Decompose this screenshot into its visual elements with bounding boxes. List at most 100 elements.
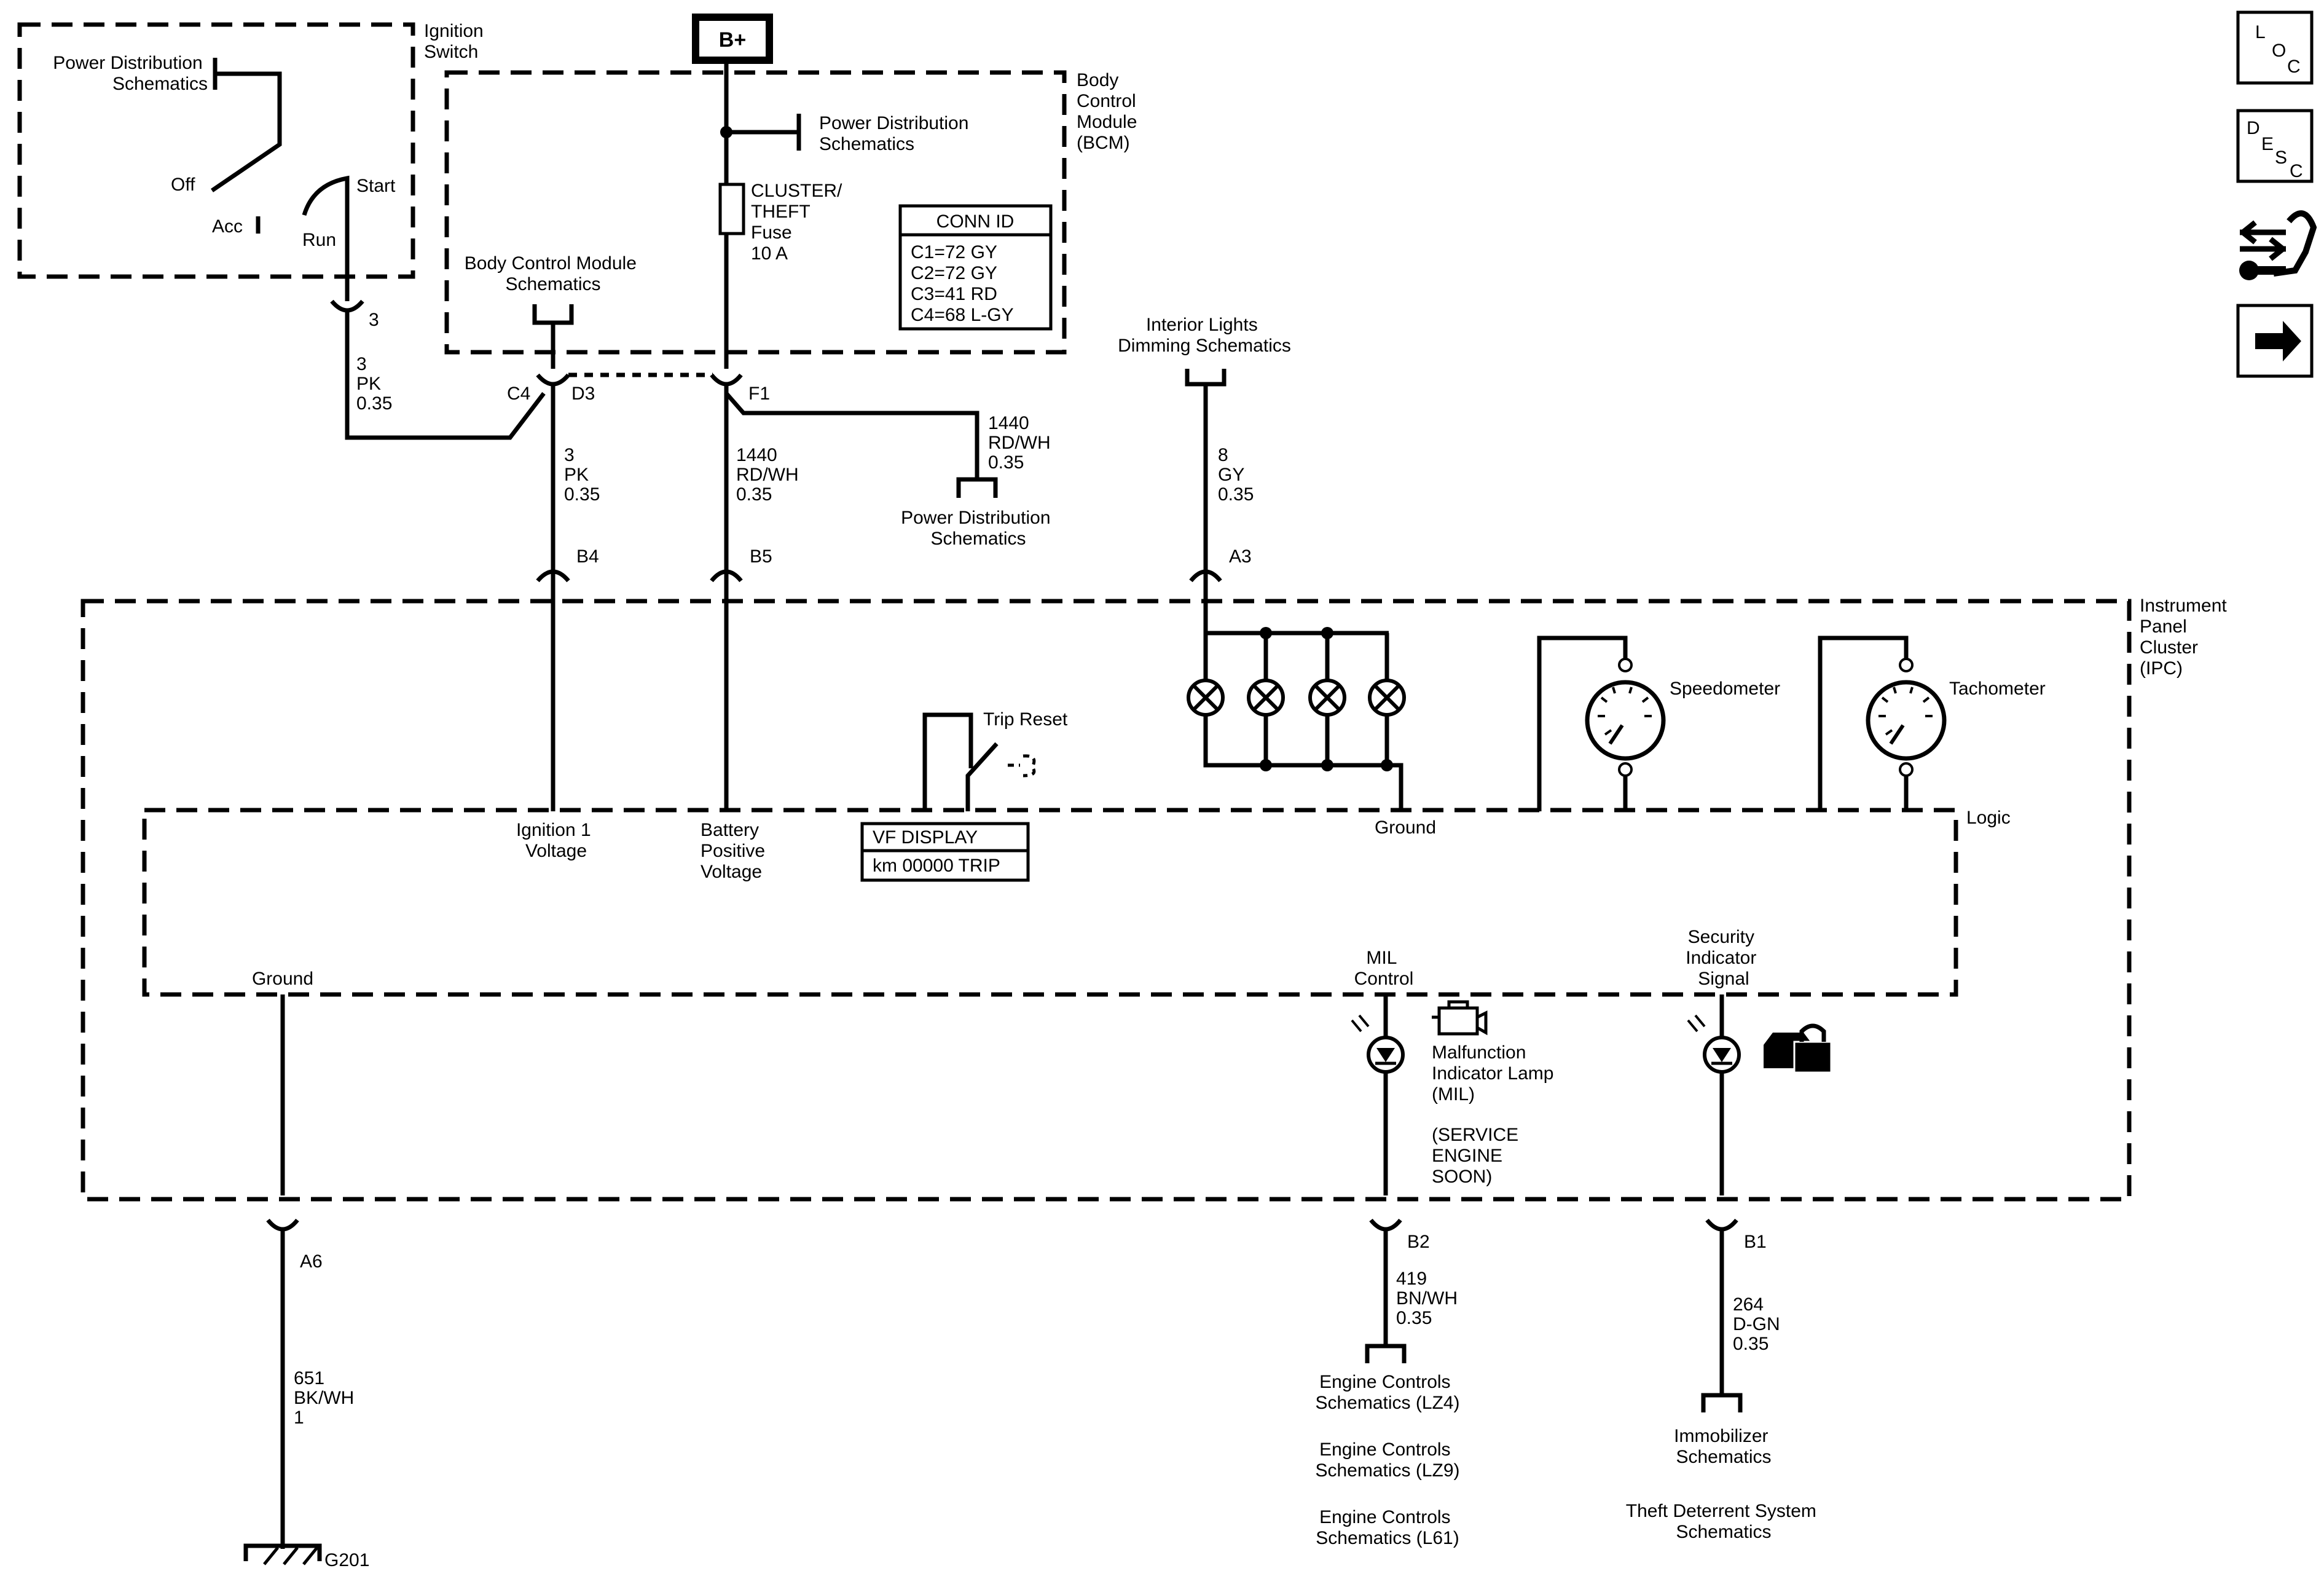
g201-label: G201	[324, 1550, 369, 1570]
conn-id-table: CONN ID C1=72 GY C2=72 GY C3=41 RD C4=68…	[898, 204, 1053, 331]
fuse-label: CLUSTER/ THEFT Fuse 10 A	[751, 181, 847, 264]
instrument-panel-cluster: Instrument Panel Cluster (IPC) Logic Ign…	[80, 596, 2232, 1202]
lamp-bulb	[1187, 679, 1225, 717]
a3-label: A3	[1229, 546, 1252, 567]
ground-lower-label: Ground	[252, 969, 313, 989]
service-engine-soon-label: (SERVICE ENGINE SOON)	[1432, 1125, 1524, 1187]
switch-run-label: Run	[302, 230, 336, 250]
engine-controls-l61-label: Engine Controls Schematics (L61)	[1316, 1507, 1459, 1548]
trip-reset-label: Trip Reset	[983, 709, 1068, 730]
mil-led	[1351, 994, 1405, 1195]
logic-box	[142, 808, 1958, 997]
wire-419-label: 419 BN/WH 0.35	[1396, 1269, 1462, 1328]
ground-upper-label: Ground	[1375, 817, 1436, 838]
lamp-bulb	[1247, 679, 1285, 717]
lamp-bulb	[1368, 679, 1406, 717]
wire-3-pk-upper: 3 PK 0.35	[356, 354, 392, 414]
b4-label: B4	[576, 546, 599, 567]
bcm-schematics-label: Body Control Module Schematics	[465, 253, 642, 294]
b2-label: B2	[1407, 1232, 1430, 1252]
svg-text:D: D	[2247, 118, 2260, 138]
lamp-bulb	[1308, 679, 1346, 717]
ignition-switch: Ignition Switch Power Distribution Schem…	[17, 21, 489, 283]
wire-1440-lower: 1440 RD/WH 0.35	[736, 445, 804, 505]
connector-b4: B4	[536, 546, 599, 583]
f1-label: F1	[748, 384, 770, 404]
tachometer-label: Tachometer	[1949, 679, 2046, 699]
speedometer-gauge	[1537, 636, 1666, 811]
vf-display: VF DISPLAY km 00000 TRIP	[860, 822, 1030, 882]
engine-icon	[1432, 1000, 1488, 1036]
ignition-1-voltage-label: Ignition 1 Voltage	[516, 820, 596, 861]
body-control-module: Body Control Module (BCM) Power Distribu…	[444, 70, 1142, 369]
security-led	[1687, 994, 1741, 1195]
switch-off-label: Off	[171, 175, 195, 195]
gauge-illumination-lamps	[1187, 616, 1406, 811]
cluster-theft-fuse	[718, 183, 745, 235]
theft-deterrent-label: Theft Deterrent System Schematics	[1626, 1501, 1821, 1542]
km-trip-label: km 00000 TRIP	[873, 856, 1000, 876]
ipc-label: Instrument Panel Cluster (IPC)	[2140, 596, 2232, 679]
wire-8-gy-label: 8 GY 0.35	[1218, 445, 1254, 505]
c4-label: C4	[507, 384, 530, 404]
conn-id-title: CONN ID	[936, 211, 1015, 232]
svg-text:C: C	[2287, 57, 2301, 77]
conn-id-row: C2=72 GY	[911, 263, 997, 283]
connector-b5: B5	[710, 546, 772, 583]
ignition-switch-label: Ignition Switch	[424, 21, 489, 62]
engine-controls-lz4-label: Engine Controls Schematics (LZ4)	[1315, 1372, 1459, 1413]
mil-control-label: MIL Control	[1354, 948, 1414, 989]
wire-1440-branch-label: 1440 RD/WH 0.35	[988, 413, 1056, 473]
svg-text:L: L	[2255, 22, 2266, 42]
wire-3-pk-lower: 3 PK 0.35	[564, 445, 600, 505]
tachometer-gauge	[1818, 636, 1947, 811]
connector-b1: B1	[1705, 1218, 1767, 1252]
battery-terminal: B+	[692, 14, 773, 64]
b5-label: B5	[750, 546, 772, 567]
switch-start-label: Start	[356, 176, 396, 196]
power-distribution-branch-label: Power Distribution Schematics	[901, 508, 1056, 549]
wire-264-label: 264 D-GN 0.35	[1733, 1294, 1785, 1354]
connector-ignition-3: 3	[330, 283, 379, 330]
connector-a3: A3	[1189, 546, 1252, 583]
b-plus-label: B+	[719, 28, 746, 52]
connector-c4-d3: C4 D3	[507, 373, 595, 404]
svg-text:C: C	[2290, 161, 2303, 181]
mil-lamp-label: Malfunction Indicator Lamp (MIL)	[1432, 1042, 1559, 1105]
logic-label: Logic	[1966, 808, 2011, 828]
ignition-wire-3-pk	[345, 310, 546, 440]
svg-text:O: O	[2272, 41, 2286, 61]
battery-positive-voltage-label: Battery Positive Voltage	[701, 820, 770, 882]
conn-id-row: C4=68 L-GY	[911, 305, 1014, 325]
wire-1440-branch	[724, 392, 979, 479]
connector-b2: B2	[1369, 1218, 1430, 1252]
power-distribution-ignition-label: Power Distribution Schematics	[53, 53, 208, 94]
d3-label: D3	[571, 384, 595, 404]
connector-f1: F1	[710, 373, 770, 404]
immobilizer-label: Immobilizer Schematics	[1674, 1426, 1773, 1467]
switch-acc-label: Acc	[212, 216, 243, 237]
svg-text:S: S	[2275, 148, 2287, 168]
b1-label: B1	[1744, 1232, 1767, 1252]
bcm-label: Body Control Module (BCM)	[1077, 70, 1142, 153]
engine-controls-lz9-label: Engine Controls Schematics (LZ9)	[1315, 1439, 1459, 1481]
svg-text:E: E	[2261, 134, 2274, 154]
next-arrow-button[interactable]	[2236, 304, 2314, 378]
security-signal-label: Security Indicator Signal	[1686, 927, 1761, 989]
desc-button[interactable]: D E S C	[2236, 109, 2314, 183]
pin-3-label: 3	[369, 310, 379, 330]
connector-a6: A6	[266, 1218, 323, 1272]
conn-id-row: C1=72 GY	[911, 242, 997, 262]
conn-id-row: C3=41 RD	[911, 284, 997, 304]
speedometer-label: Speedometer	[1670, 679, 1780, 699]
a6-label: A6	[300, 1251, 323, 1272]
vf-display-label: VF DISPLAY	[873, 827, 978, 848]
interior-lights-label: Interior Lights Dimming Schematics	[1118, 315, 1291, 356]
power-distribution-bcm-label: Power Distribution Schematics	[819, 113, 974, 154]
wrench-arrows-icon[interactable]	[2239, 210, 2317, 280]
ground-symbol: G201	[243, 1543, 369, 1570]
car-lock-icon	[1764, 1023, 1832, 1074]
loc-button[interactable]: L O C	[2236, 10, 2314, 85]
wire-651-label: 651 BK/WH 1	[294, 1368, 359, 1428]
